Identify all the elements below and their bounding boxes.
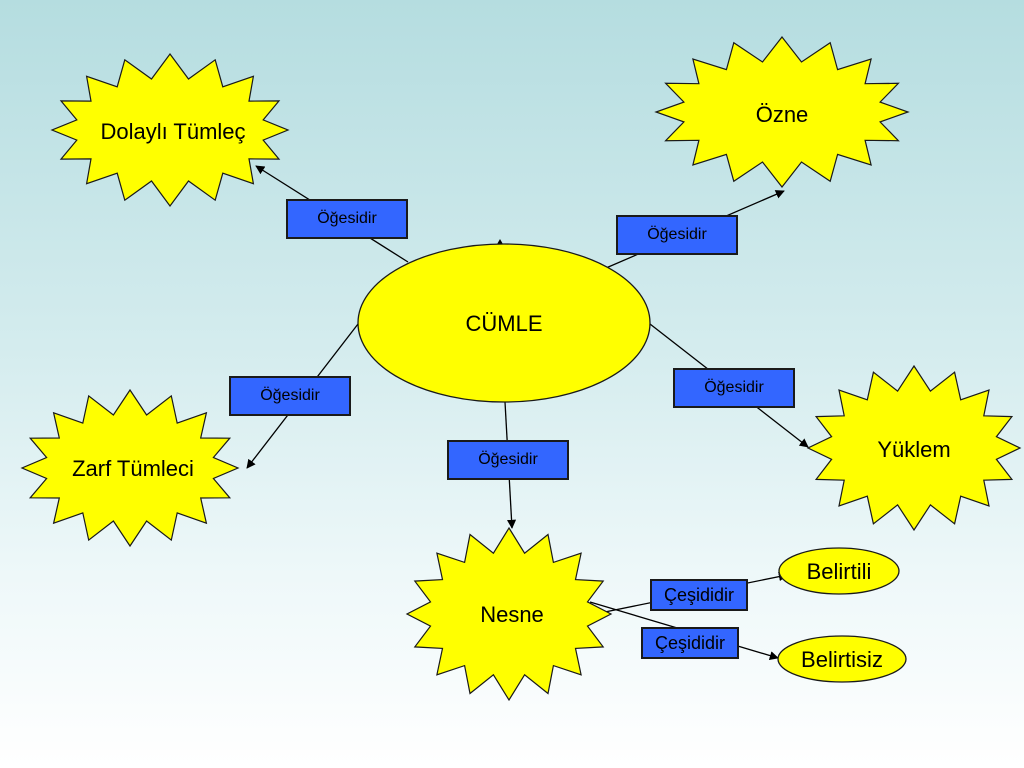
center-node-label: CÜMLE bbox=[465, 311, 542, 336]
dolayli-node[interactable] bbox=[50, 52, 290, 208]
zarf-label: Zarf Tümleci bbox=[72, 456, 194, 481]
nesne-label: Nesne bbox=[480, 602, 544, 627]
relation-label-nesne: Öğesidir bbox=[447, 440, 569, 480]
relation-label-yuklem: Öğesidir bbox=[673, 368, 795, 408]
relation-label-ozne: Öğesidir bbox=[616, 215, 738, 255]
ozne-node[interactable] bbox=[654, 36, 910, 188]
nesne-node[interactable] bbox=[405, 526, 613, 702]
center-node[interactable] bbox=[357, 243, 651, 403]
belirtili-node[interactable] bbox=[778, 547, 900, 595]
belirtisiz-label: Belirtisiz bbox=[801, 647, 883, 672]
belirtili-label: Belirtili bbox=[807, 559, 872, 584]
relation-label-belirtisiz: Çeşididir bbox=[641, 627, 739, 659]
belirtisiz-node[interactable] bbox=[777, 635, 907, 683]
dolayli-label: Dolaylı Tümleç bbox=[100, 119, 245, 144]
relation-label-belirtili: Çeşididir bbox=[650, 579, 748, 611]
relation-label-zarf: Öğesidir bbox=[229, 376, 351, 416]
relation-label-dolayli: Öğesidir bbox=[286, 199, 408, 239]
yuklem-node[interactable] bbox=[806, 364, 1022, 532]
ozne-label: Özne bbox=[756, 102, 809, 127]
zarf-node[interactable] bbox=[20, 388, 240, 548]
yuklem-label: Yüklem bbox=[877, 437, 950, 462]
